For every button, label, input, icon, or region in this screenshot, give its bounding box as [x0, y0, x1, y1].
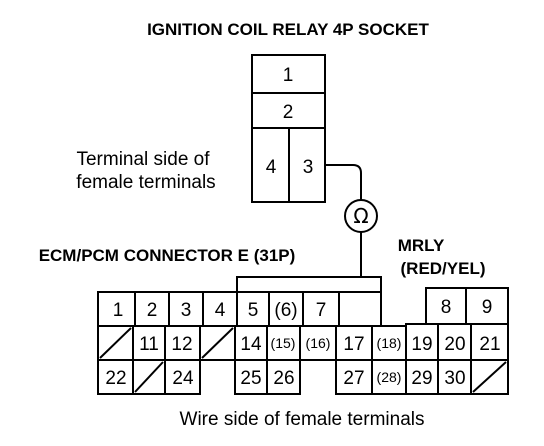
ecm-pin-1: 1: [113, 300, 124, 321]
relay-pin-4: 4: [266, 157, 277, 178]
terminal-side-label-line2: female terminals: [76, 172, 215, 193]
ecm-pin-8: 8: [441, 297, 452, 318]
ecm-pin-15: (15): [271, 335, 296, 351]
relay-pin-3: 3: [303, 157, 314, 178]
ecm-connector-cells: [97, 287, 509, 395]
ecm-title: ECM/PCM CONNECTOR E (31P): [39, 246, 296, 265]
ecm-pin-19: 19: [411, 334, 432, 355]
ecm-pin-12: 12: [171, 334, 192, 355]
wire-color-label: (RED/YEL): [401, 259, 486, 278]
ecm-pin-21: 21: [479, 334, 500, 355]
ecm-pin-17: 17: [343, 334, 364, 355]
terminal-side-label-line1: Terminal side of: [76, 149, 210, 170]
ecm-pin-20: 20: [444, 334, 465, 355]
ecm-pin-26: 26: [273, 368, 294, 389]
ecm-pin-2: 2: [147, 300, 158, 321]
ecm-terminal-bridge: [236, 276, 382, 292]
ohm-symbol: Ω: [353, 204, 368, 228]
relay-pin-1: 1: [283, 65, 294, 86]
ecm-pin-29: 29: [411, 368, 432, 389]
mrly-label: MRLY: [398, 236, 445, 255]
ohmmeter-icon: Ω: [344, 199, 378, 233]
blank-cell-slashes: [99, 327, 507, 393]
ecm-pin-30: 30: [444, 368, 465, 389]
ecm-pin-4: 4: [215, 300, 226, 321]
ecm-pin-16: (16): [306, 335, 331, 351]
ecm-pin-25: 25: [240, 368, 261, 389]
ecm-pin-7: 7: [316, 300, 327, 321]
ecm-pin-6: (6): [274, 300, 297, 321]
ecm-pin-5: 5: [248, 300, 259, 321]
ecm-pin-11: 11: [139, 334, 159, 355]
ecm-pin-24: 24: [172, 368, 194, 389]
ecm-pin-28: (28): [377, 369, 402, 385]
wire-relay-to-meter: [325, 164, 362, 200]
relay-title: IGNITION COIL RELAY 4P SOCKET: [147, 20, 429, 39]
relay-pin-2: 2: [283, 102, 294, 123]
ecm-pin-27: 27: [343, 368, 364, 389]
ecm-pin-3: 3: [181, 300, 192, 321]
ecm-pin-22: 22: [105, 368, 126, 389]
ecm-pin-9: 9: [482, 297, 493, 318]
ecm-pin-18: (18): [377, 335, 402, 351]
ecm-pin-14: 14: [240, 334, 262, 355]
wire-side-label: Wire side of female terminals: [180, 409, 425, 430]
